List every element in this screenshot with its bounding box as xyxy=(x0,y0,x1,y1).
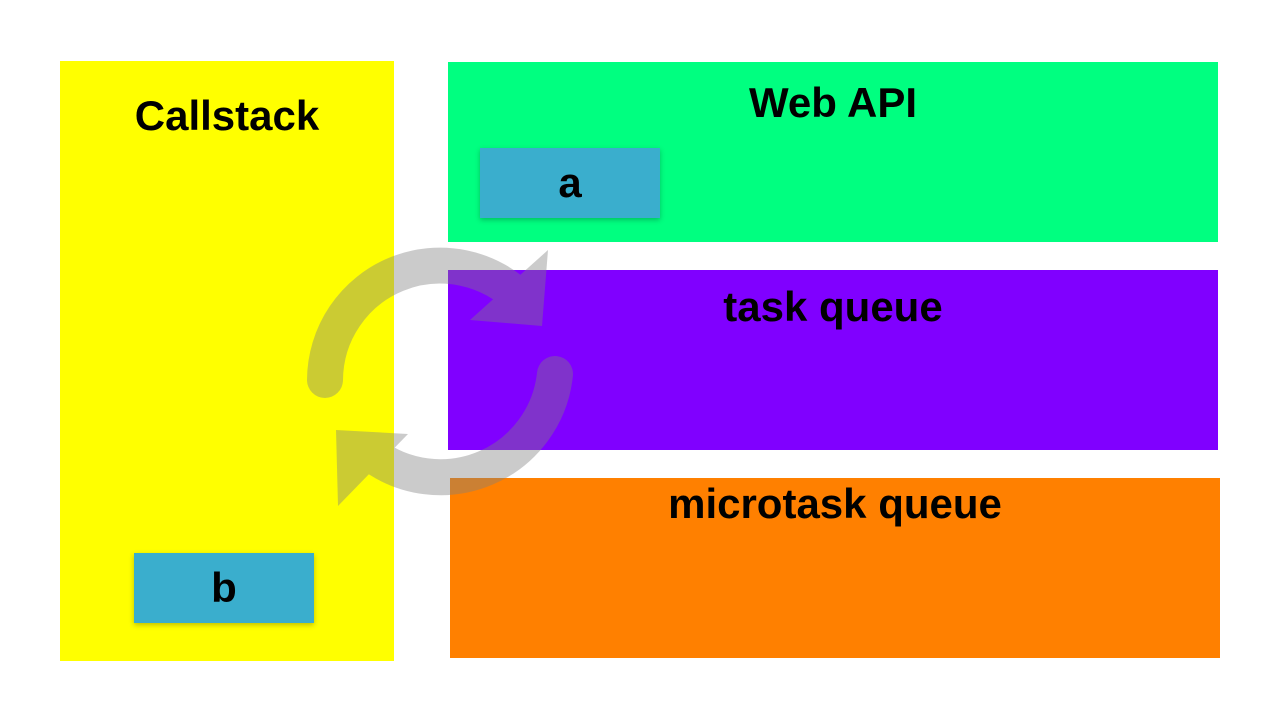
task-queue-panel: task queue xyxy=(448,270,1218,450)
callstack-title: Callstack xyxy=(134,92,320,139)
task-queue-title: task queue xyxy=(723,283,943,330)
web-api-item-a: a xyxy=(480,148,660,218)
microtask-queue-panel: microtask queue xyxy=(450,478,1220,658)
microtask-queue-title: microtask queue xyxy=(668,480,1002,527)
web-api-title: Web API xyxy=(748,79,918,126)
callstack-item-b: b xyxy=(134,553,314,623)
